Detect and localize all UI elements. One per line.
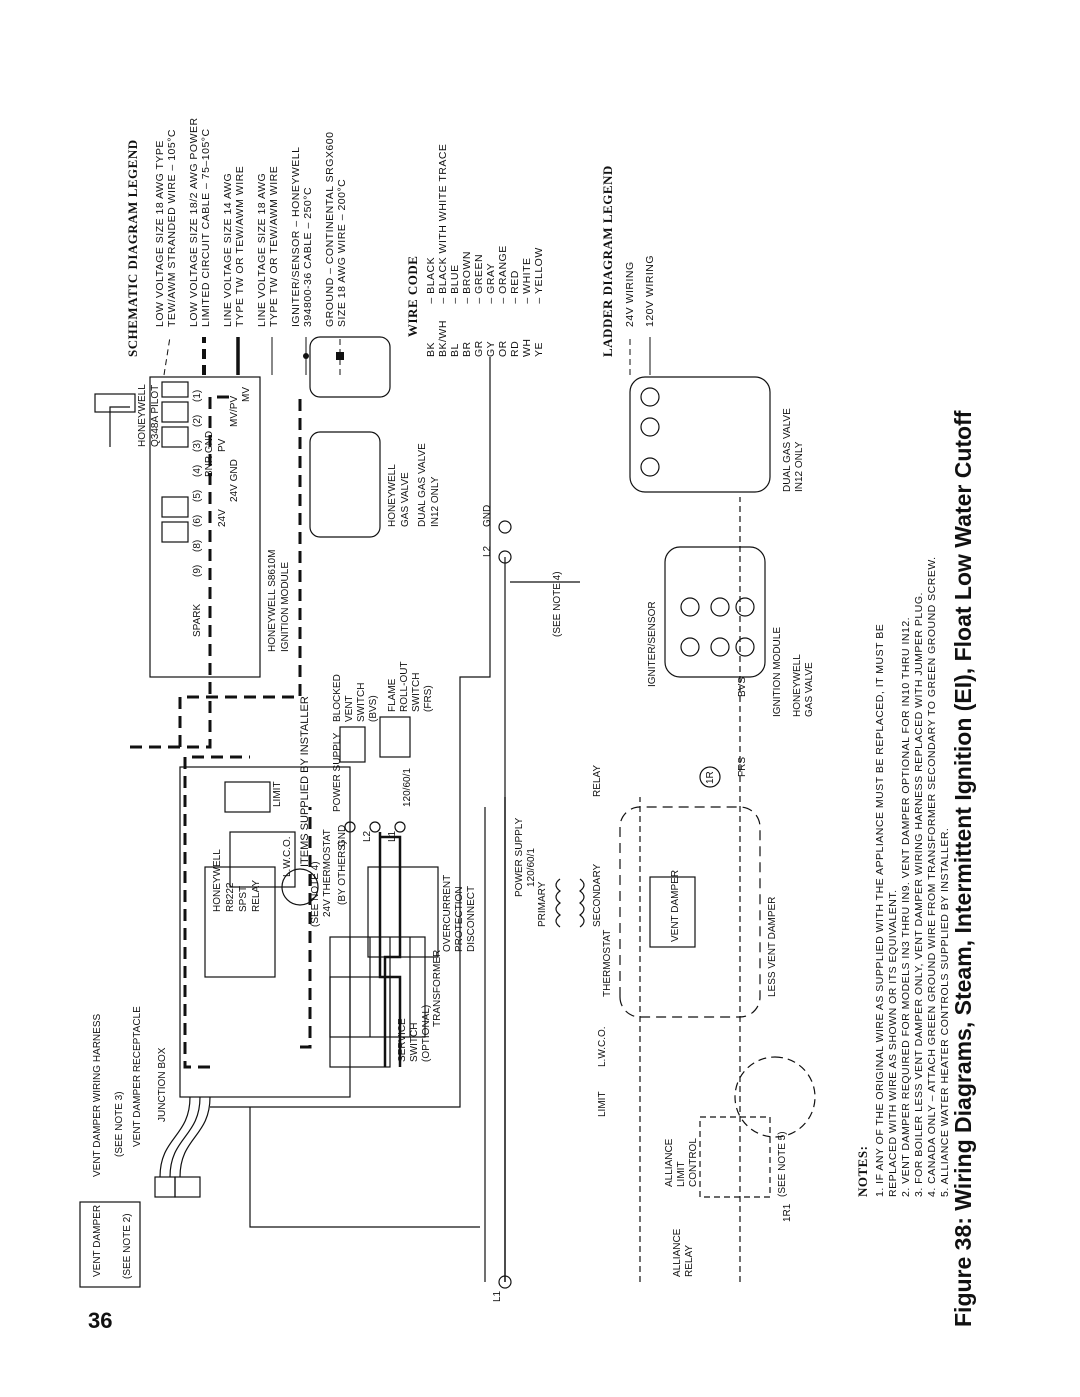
ladder-gas-valve-2: GAS VALVE	[804, 662, 815, 717]
terminal-6-name: 24V	[217, 509, 228, 527]
vent-damper-label: VENT DAMPER	[92, 1205, 103, 1277]
ladder-ignition-module: IGNITION MODULE	[772, 627, 783, 717]
ladder-alliance-limit-1: ALLIANCE	[664, 1138, 675, 1187]
module-label-1: HONEYWELL S8610M	[267, 550, 278, 652]
gnd-label: GND	[337, 825, 348, 847]
terminal-3: (3)	[192, 440, 203, 452]
transformer-label: TRANSFORMER	[432, 950, 443, 1027]
thermostat-label: 24V THERMOSTAT	[322, 829, 333, 917]
pilot-label-2: Q348A PILOT	[150, 385, 161, 447]
terminal-8: (8)	[192, 540, 203, 552]
ladder-lwco: L.W.C.O.	[597, 1026, 608, 1067]
valve-label-2: GAS VALVE	[400, 472, 411, 527]
relay-label-3: SPST	[238, 886, 249, 912]
see-note-2-label: (SEE NOTE 2)	[122, 1213, 133, 1279]
ladder-secondary: SECONDARY	[592, 864, 603, 927]
ladder-thermostat: THERMOSTAT	[602, 930, 613, 997]
service-switch-label-1: SERVICE	[397, 1018, 408, 1062]
ladder-bvs: BVS	[737, 677, 748, 697]
lwco-label: L.W.C.O.	[282, 836, 293, 877]
terminal-9: (9)	[192, 565, 203, 577]
ladder-see-note-5: (SEE NOTE 5)	[777, 1131, 788, 1197]
ladder-relay-coil: 1R	[705, 771, 716, 784]
service-switch-label-3: (OPTIONAL)	[421, 1005, 432, 1062]
bvs-label-2: VENT	[344, 695, 355, 722]
service-switch-label-2: SWITCH	[409, 1023, 420, 1062]
frs-label-3: SWITCH	[411, 673, 422, 712]
ladder-limit: LIMIT	[597, 1091, 608, 1117]
ladder-see-note-4: (SEE NOTE 4)	[552, 571, 563, 637]
l2-label: L2	[362, 830, 373, 842]
terminal-1-name: MV	[241, 387, 252, 402]
terminal-4: (4)	[192, 465, 203, 477]
terminal-3-name: PV	[217, 438, 228, 452]
bvs-label-1: BLOCKED	[332, 674, 343, 722]
page-number: 36	[88, 1308, 113, 1333]
vent-damper-harness-label: VENT DAMPER WIRING HARNESS	[92, 1014, 103, 1177]
ladder-vent-damper: VENT DAMPER	[670, 870, 681, 942]
dual-valve-label-1: DUAL GAS VALVE	[417, 443, 428, 527]
items-supplied-label: ITEMS SUPPLIED BY INSTALLER	[299, 696, 311, 867]
limit-label: LIMIT	[272, 781, 283, 807]
ladder-gnd: GND	[482, 505, 493, 527]
ladder-less-vent-damper: LESS VENT DAMPER	[767, 897, 778, 997]
ladder-power-supply: POWER SUPPLY	[514, 817, 525, 897]
ladder-alliance-limit-2: LIMIT	[676, 1161, 687, 1187]
power-rating-label: 120/60/1	[402, 768, 413, 807]
ladder-alliance-relay-2: RELAY	[684, 1245, 695, 1277]
valve-label-1: HONEYWELL	[387, 464, 398, 527]
frs-label-4: (FRS)	[423, 685, 434, 712]
ladder-igniter-sensor: IGNITER/SENSOR	[647, 601, 658, 687]
dual-valve-label-2: IN12 ONLY	[430, 476, 441, 527]
ladder-relay-contact: 1R1	[782, 1203, 793, 1222]
ladder-rating: 120/60/1	[526, 848, 537, 887]
terminal-1: (1)	[192, 390, 203, 402]
relay-label-4: RELAY	[251, 880, 262, 912]
terminal-5-name: 24V GND	[229, 459, 240, 502]
see-note-3-label: (SEE NOTE 3)	[114, 1091, 125, 1157]
see-note-4-label: (SEE NOTE 4)	[310, 861, 321, 927]
terminal-6: (6)	[192, 515, 203, 527]
terminal-5: (5)	[192, 490, 203, 502]
overcurrent-label-3: DISCONNECT	[466, 886, 477, 952]
terminal-4-name: BNR GND	[204, 431, 215, 477]
schematic-legend-swatches	[163, 336, 344, 376]
vent-damper-receptacle-label: VENT DAMPER RECEPTACLE	[132, 1006, 143, 1147]
frs-label-1: FLAME	[387, 678, 398, 712]
l1-label: L1	[387, 830, 398, 842]
terminal-2-name: MV/PV	[229, 396, 240, 427]
junction-box-label: JUNCTION BOX	[157, 1047, 168, 1122]
ladder-relay: RELAY	[592, 765, 603, 797]
power-supply-label: POWER SUPPLY	[332, 732, 343, 812]
bvs-label-4: (BVS)	[368, 695, 379, 722]
ladder-l1: L1	[492, 1290, 503, 1302]
ladder-gas-valve-1: HONEYWELL	[792, 654, 803, 717]
ladder-dual-valve-2: IN12 ONLY	[794, 441, 805, 492]
ladder-primary: PRIMARY	[537, 881, 548, 927]
ladder-l2: L2	[482, 545, 493, 557]
terminal-9-name: SPARK	[192, 604, 203, 637]
ladder-frs: FRS	[737, 757, 748, 777]
frs-label-2: ROLL-OUT	[399, 661, 410, 712]
by-others-label: (BY OTHERS)	[337, 841, 348, 905]
ladder-alliance-limit-3: CONTROL	[688, 1138, 699, 1187]
relay-label-1: HONEYWELL	[212, 849, 223, 912]
ladder-alliance-relay-1: ALLIANCE	[672, 1228, 683, 1277]
ladder-legend-swatches	[629, 337, 651, 375]
overcurrent-label-2: PROTECTION	[454, 886, 465, 952]
pilot-label-1: HONEYWELL	[137, 384, 148, 447]
overcurrent-label-1: OVERCURRENT	[442, 875, 453, 952]
ladder-dual-valve-1: DUAL GAS VALVE	[782, 408, 793, 492]
terminal-2: (2)	[192, 415, 203, 427]
bvs-label-3: SWITCH	[356, 683, 367, 722]
relay-label-2: R8222	[225, 882, 236, 912]
module-label-2: IGNITION MODULE	[280, 562, 291, 652]
